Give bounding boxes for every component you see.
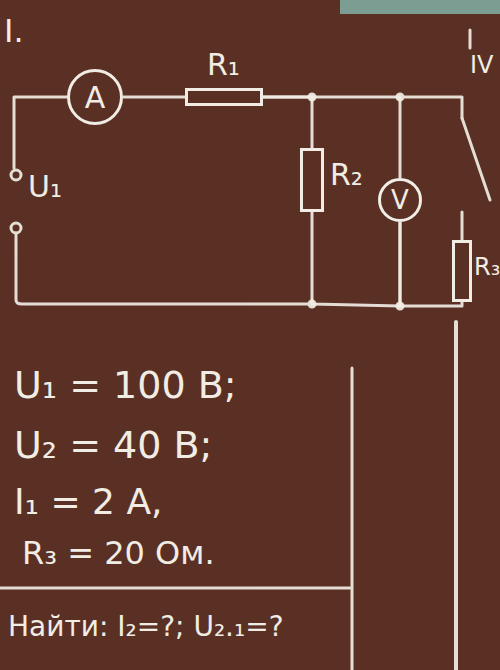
board-frame [340, 0, 500, 14]
terminal [11, 170, 21, 180]
divider-line [469, 30, 472, 48]
resistor-body [187, 90, 262, 105]
divider-line [351, 368, 354, 670]
divider-line [0, 587, 350, 590]
circuit-wire [123, 96, 185, 99]
meter-circle [69, 71, 122, 124]
symbol-outline [300, 148, 324, 212]
symbol-letter: R₁ [207, 48, 240, 81]
supply-wire [14, 97, 67, 168]
circuit-wire [312, 212, 400, 306]
resistor-symbol: R₁ [185, 88, 263, 106]
symbol-outline [185, 88, 263, 106]
voltmeter-symbol: V [378, 178, 422, 222]
problem-number: IV [470, 52, 494, 78]
ammeter-symbol: A [67, 69, 123, 125]
symbol-letter: R₂ [330, 158, 363, 191]
resistor-body [454, 242, 471, 301]
switch-wire [400, 97, 462, 118]
symbol-outline [452, 240, 472, 302]
given-value: U₁ = 100 В; [14, 365, 237, 407]
question-text: Найти: I₂=?; U₂.₁=? [8, 612, 284, 643]
symbol-letter: A [85, 81, 106, 114]
terminal-label: U₁ [28, 170, 62, 203]
meter-circle [380, 180, 421, 221]
resistor-symbol: R₂ [300, 148, 324, 212]
divider-line [454, 322, 458, 670]
given-value: R₃ = 20 Ом. [22, 536, 215, 571]
symbol-letter: V [391, 186, 409, 215]
given-value: I₁ = 2 А, [14, 482, 163, 522]
circuit-wire [263, 97, 312, 148]
resistor-body [302, 150, 323, 211]
symbol-letter: R₃ [474, 254, 500, 280]
problem-number: I. [4, 14, 24, 49]
return-wire [16, 233, 312, 304]
given-value: U₂ = 40 В; [14, 425, 212, 467]
resistor-symbol: R₃ [452, 240, 472, 302]
switch-wire [461, 212, 464, 240]
switch-blade [462, 118, 490, 200]
